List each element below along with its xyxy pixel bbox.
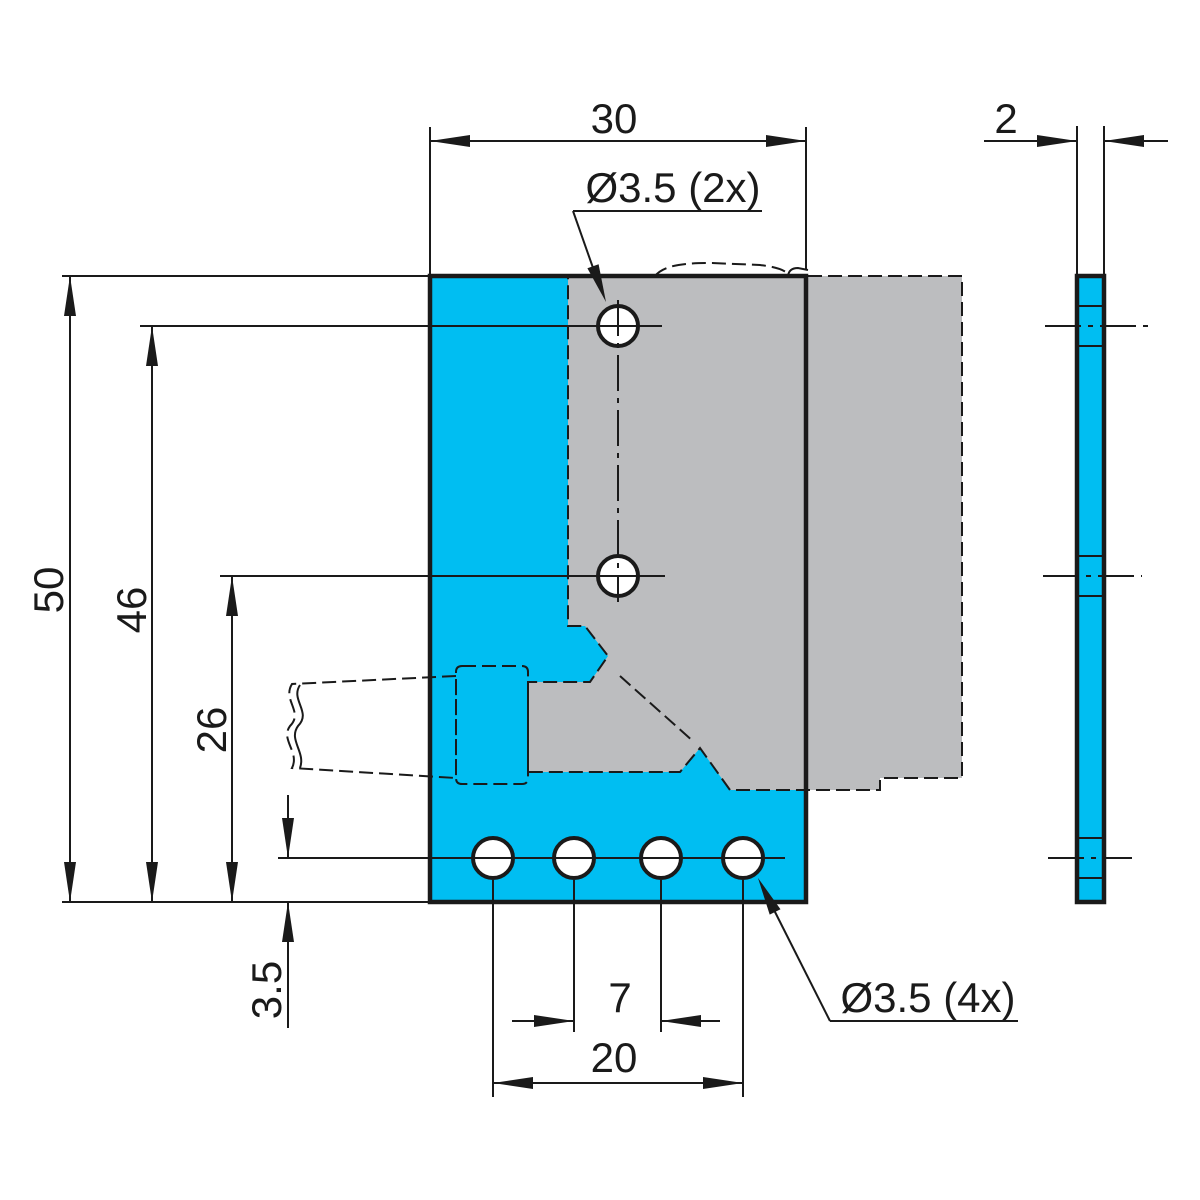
arrowhead	[282, 902, 294, 942]
sensor-body-outline	[527, 275, 963, 791]
dimension-edge-offset: 3.5	[243, 795, 294, 1028]
arrowhead	[64, 276, 76, 316]
callout-label-bottom-holes: Ø3.5 (4x)	[840, 974, 1015, 1021]
dimension-label-height-upper-hole: 46	[108, 587, 155, 634]
sensor-hidden-edge	[619, 675, 695, 743]
dimension-label-height-middle-hole: 26	[188, 707, 235, 754]
arrowhead	[661, 1015, 701, 1027]
arrowhead	[1104, 135, 1144, 147]
side-view-plate-outline	[1074, 273, 1107, 905]
arrowhead	[226, 862, 238, 902]
dimension-label-hole-span: 20	[591, 1034, 638, 1081]
arrowhead	[146, 326, 158, 366]
callout-bottom-holes: Ø3.5 (4x)	[758, 878, 1018, 1022]
sensor-cable	[286, 674, 457, 780]
dimension-label-thickness: 2	[994, 95, 1017, 142]
dimension-hole-span: 20	[493, 1034, 743, 1089]
arrowhead	[587, 264, 606, 302]
sensor-connector	[455, 665, 529, 785]
arrowhead	[430, 135, 470, 147]
arrowhead	[703, 1077, 743, 1089]
dimension-height-total: 50	[25, 276, 76, 902]
sensor-top-bump	[652, 261, 792, 277]
dimension-label-width: 30	[591, 95, 638, 142]
dimension-label-height-total: 50	[25, 567, 72, 614]
arrowhead	[758, 878, 781, 915]
arrowhead	[1037, 135, 1077, 147]
arrowhead	[534, 1015, 574, 1027]
sensor-body	[528, 276, 962, 790]
arrowhead	[226, 576, 238, 616]
callout-label-top-holes: Ø3.5 (2x)	[585, 164, 760, 211]
sensor-phantom	[286, 261, 963, 791]
dimension-width: 30	[430, 95, 806, 147]
cable-break-line	[293, 684, 304, 769]
mounting-plate-outline	[427, 273, 809, 905]
arrowhead	[146, 862, 158, 902]
callout-top-holes: Ø3.5 (2x)	[572, 164, 762, 302]
dimension-hole-pitch: 7	[512, 974, 720, 1027]
dimension-thickness: 2	[984, 95, 1168, 147]
leader-line	[771, 905, 831, 1022]
side-view	[1043, 273, 1150, 905]
arrowhead	[64, 862, 76, 902]
arrowhead	[493, 1077, 533, 1089]
dimension-label-edge-offset: 3.5	[243, 961, 290, 1019]
side-view-plate	[1077, 276, 1104, 902]
dimension-label-hole-pitch: 7	[608, 974, 631, 1021]
arrowhead	[766, 135, 806, 147]
arrowhead	[282, 818, 294, 858]
front-view	[286, 261, 963, 905]
dimension-height-middle-hole: 26	[188, 576, 238, 902]
extension-lines	[62, 126, 1105, 1097]
dimension-height-upper-hole: 46	[108, 326, 158, 902]
